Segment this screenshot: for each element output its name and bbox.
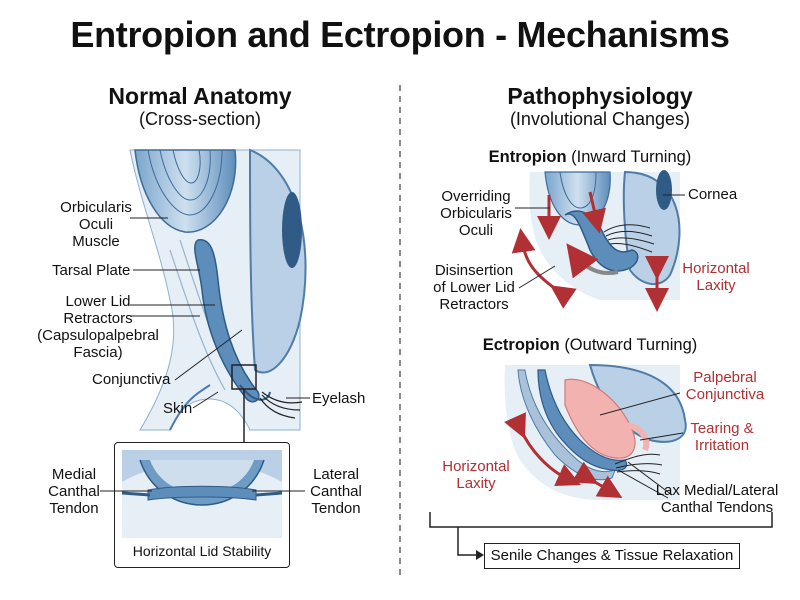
- label-palpebral-conjunctiva: Palpebral Conjunctiva: [685, 369, 765, 403]
- ectropion-heading: Ectropion (Outward Turning): [430, 336, 750, 355]
- label-cornea: Cornea: [688, 186, 738, 203]
- label-ectropion-horizontal-laxity: Horizontal Laxity: [442, 458, 510, 492]
- entropion-subtitle: (Inward Turning): [571, 148, 692, 166]
- inset-caption: Horizontal Lid Stability: [132, 543, 272, 559]
- label-tearing-irritation: Tearing & Irritation: [690, 420, 754, 454]
- pathophysiology-subheading: (Involutional Changes): [509, 109, 691, 129]
- label-tarsal-plate: Tarsal Plate: [52, 262, 131, 279]
- pathophysiology-heading: Pathophysiology: [507, 83, 693, 109]
- label-orbicularis-oculi: Orbicularis Oculi Muscle: [60, 199, 132, 250]
- label-skin: Skin: [163, 400, 193, 417]
- entropion-heading: Entropion (Inward Turning): [430, 148, 750, 167]
- label-disinsertion-retractors: Disinsertion of Lower Lid Retractors: [433, 262, 515, 313]
- normal-anatomy-subheading: (Cross-section): [138, 109, 262, 129]
- label-lower-lid-retractors: Lower Lid Retractors (Capsulopalpebral F…: [37, 293, 159, 361]
- label-lateral-canthal-tendon: Lateral Canthal Tendon: [310, 466, 362, 517]
- inset-illustration: [100, 450, 305, 538]
- label-eyelash: Eyelash: [312, 390, 366, 407]
- ectropion-illustration: [504, 363, 687, 500]
- entropion-illustration: [511, 170, 685, 312]
- page-title: Entropion and Ectropion - Mechanisms: [70, 14, 730, 55]
- normal-anatomy-illustration: [129, 148, 310, 442]
- entropion-title: Entropion: [488, 148, 567, 166]
- label-overriding-orbicularis: Overriding Orbicularis Oculi: [440, 188, 512, 239]
- label-medial-canthal-tendon: Medial Canthal Tendon: [48, 466, 100, 517]
- inset-box: [114, 442, 290, 568]
- ectropion-subtitle: (Outward Turning): [564, 336, 698, 354]
- normal-anatomy-heading: Normal Anatomy: [108, 83, 292, 109]
- footer-connector: [457, 527, 478, 556]
- footer-bracket: [429, 512, 773, 528]
- senile-changes-box: Senile Changes & Tissue Relaxation: [484, 543, 740, 569]
- ectropion-title: Ectropion: [482, 336, 560, 354]
- label-conjunctiva: Conjunctiva: [92, 371, 171, 388]
- label-lax-canthal-tendons: Lax Medial/Lateral Canthal Tendons: [655, 482, 779, 516]
- label-entropion-horizontal-laxity: Horizontal Laxity: [682, 260, 750, 294]
